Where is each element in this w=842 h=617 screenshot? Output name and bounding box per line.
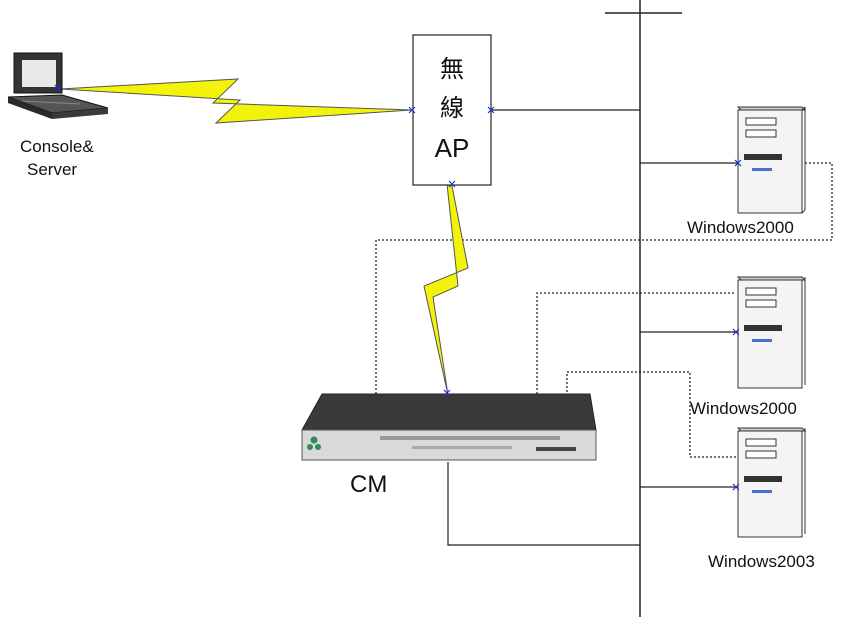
console-manager-device-icon [301,393,597,461]
ap-label-line3: AP [435,133,470,163]
wireless-bolt-icon [59,78,413,124]
console-label-line2: Server [27,160,77,179]
server2-label: Windows2000 [690,399,797,418]
console-line-server3 [566,371,736,458]
console-line-server2 [536,292,736,394]
wireless-bolt-icon [423,183,469,396]
server1-label: Windows2000 [687,218,794,237]
console-label-line1: Console& [20,137,94,156]
ap-label-line1: 無 [440,55,464,83]
endpoint-markers [54,84,742,491]
ap-label-line2: 線 [440,94,464,122]
laptop-icon [7,52,109,119]
cm-label: CM [350,471,387,498]
wireless-ap-box [412,34,492,186]
server3-label: Windows2003 [708,552,815,571]
console-line-server1 [375,162,833,394]
cm-to-backbone-line [447,462,640,546]
server-tower-icon [736,427,807,538]
server-tower-icon [736,106,807,214]
server-tower-icon [736,276,807,389]
